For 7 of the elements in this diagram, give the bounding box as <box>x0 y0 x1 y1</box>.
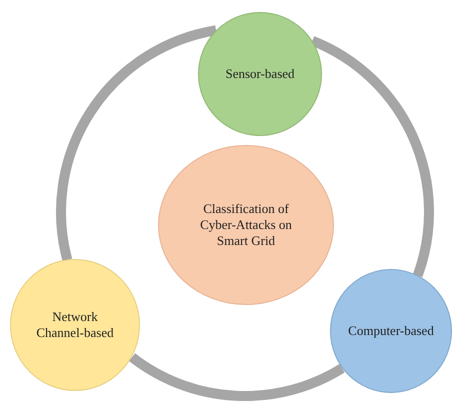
category-label: Computer-based <box>348 322 434 340</box>
ring-connector <box>56 25 218 261</box>
category-label: Network Channel-based <box>35 308 115 342</box>
category-label: Sensor-based <box>225 66 295 82</box>
ring-connector <box>129 353 344 401</box>
category-label: Classification of Cyber-Attacks on Smart Grid <box>199 200 293 250</box>
ring-connector <box>310 36 434 277</box>
